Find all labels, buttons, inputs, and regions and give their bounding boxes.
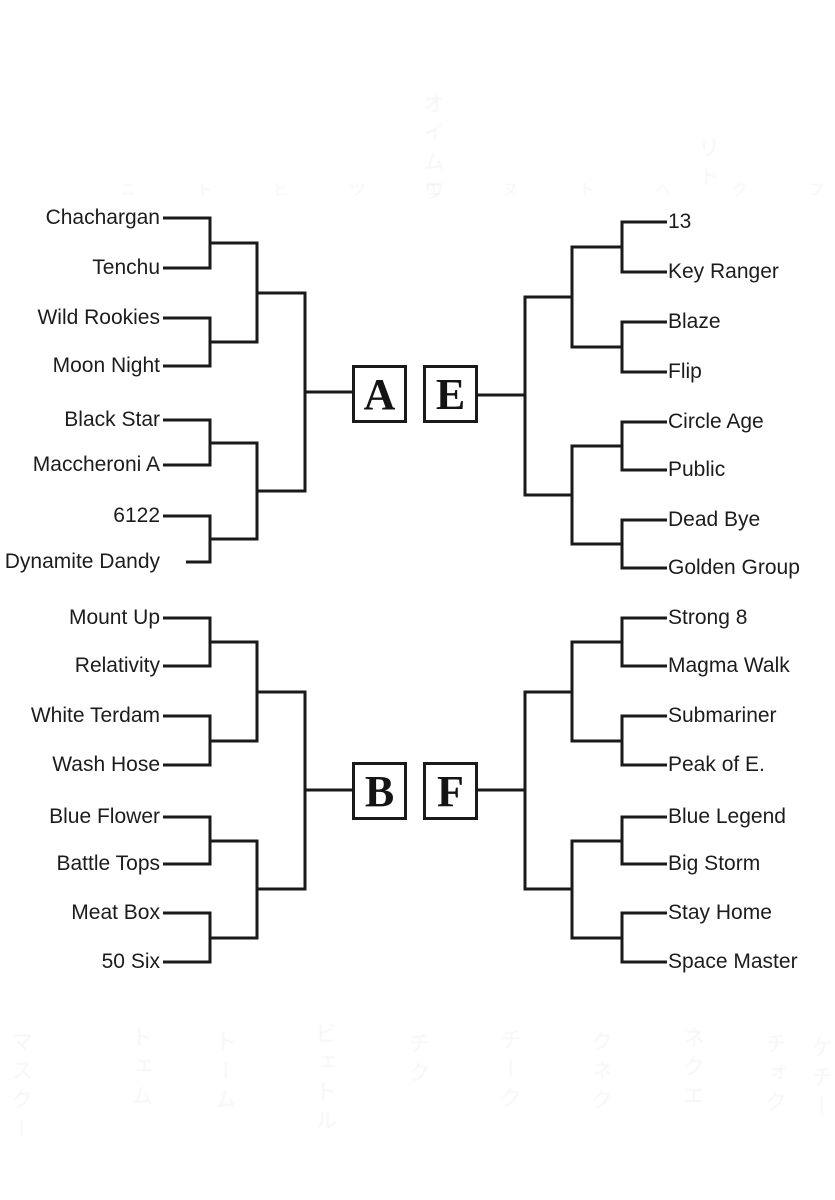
bracket-f-letter: F — [437, 766, 464, 816]
team-label-13: 13 — [668, 210, 692, 233]
bracket-e-box: E — [423, 365, 478, 423]
team-label-submariner: Submariner — [668, 704, 777, 727]
team-label-magma-walk: Magma Walk — [668, 654, 790, 677]
team-label-meat-box: Meat Box — [71, 901, 160, 924]
team-label-relativity: Relativity — [74, 654, 160, 677]
team-label-battle-tops: Battle Tops — [56, 852, 160, 875]
team-label-black-star: Black Star — [64, 408, 160, 431]
team-label-blaze: Blaze — [668, 310, 721, 333]
bracket-a-lines — [163, 216, 352, 564]
bracket-a-letter: A — [363, 369, 396, 419]
team-label-flip: Flip — [668, 360, 702, 383]
team-label-blue-legend: Blue Legend — [668, 805, 786, 828]
team-label-circle-age: Circle Age — [668, 410, 764, 433]
team-label-big-storm: Big Storm — [668, 852, 761, 875]
team-label-space-master: Space Master — [668, 950, 798, 973]
bracket-e-letter: E — [435, 369, 466, 419]
bracket-b-lines — [163, 616, 352, 964]
team-label-golden-group: Golden Group — [668, 556, 800, 579]
team-label-peak-of-e: Peak of E. — [668, 753, 765, 776]
team-label-blue-flower: Blue Flower — [49, 805, 160, 828]
bracket-f-lines — [478, 616, 667, 964]
team-label-wild-rookies: Wild Rookies — [37, 306, 160, 329]
team-label-white-terdam: White Terdam — [30, 704, 160, 727]
team-label-moon-night: Moon Night — [52, 354, 160, 377]
team-label-6122: 6122 — [113, 504, 160, 527]
bracket-a-box: A — [352, 365, 407, 423]
team-label-mount-up: Mount Up — [68, 606, 160, 629]
bracket-e-lines — [478, 220, 667, 570]
team-label-dead-bye: Dead Bye — [668, 508, 761, 531]
team-label-key-ranger: Key Ranger — [668, 260, 779, 283]
team-label-strong-8: Strong 8 — [668, 606, 748, 629]
team-label-wash-hose: Wash Hose — [52, 753, 160, 776]
team-label-50-six: 50 Six — [101, 950, 160, 973]
bracket-b-letter: B — [364, 766, 395, 816]
team-label-dynamite-dandy: Dynamite Dandy — [4, 550, 160, 573]
team-label-chachargan: Chachargan — [45, 206, 160, 229]
team-label-tenchu: Tenchu — [92, 256, 160, 279]
team-label-maccheroni-a: Maccheroni A — [32, 453, 160, 476]
team-label-public: Public — [668, 458, 726, 481]
team-label-stay-home: Stay Home — [668, 901, 772, 924]
bracket-b-box: B — [352, 762, 407, 820]
bracket-f-box: F — [423, 762, 478, 820]
